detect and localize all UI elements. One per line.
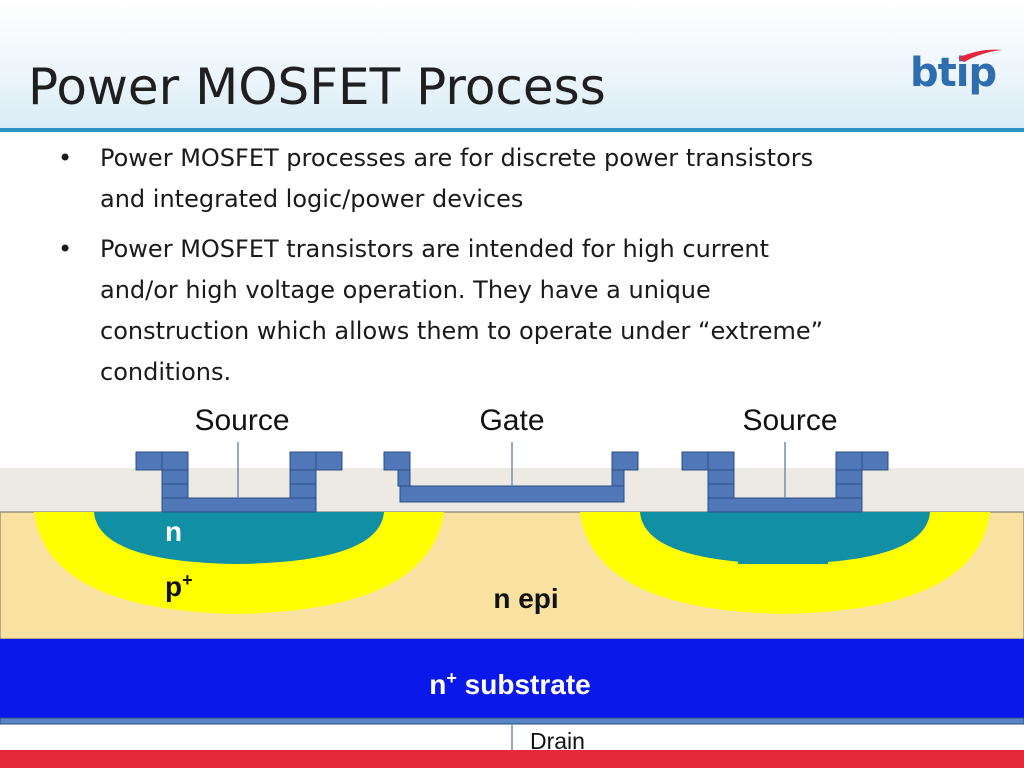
n-region-label: n (165, 516, 182, 547)
source-contact-left (135, 451, 343, 513)
gate-label: Gate (479, 404, 544, 437)
mosfet-cross-section: Source Gate Source n p+ n epi n+ substra… (0, 404, 1024, 768)
logo-swoosh-icon (958, 49, 1002, 62)
n-region-right (640, 512, 930, 564)
substrate-label: n+ substrate (429, 668, 590, 700)
bullet-item: • Power MOSFET transistors are intended … (56, 229, 976, 393)
bullet-dot-icon: • (58, 144, 73, 172)
p-plus-label-base: p (165, 571, 182, 602)
btip-logo: btip (906, 44, 1006, 104)
n-region-left (94, 512, 384, 564)
p-plus-label-sup: + (182, 570, 193, 590)
drain-label: Drain (530, 728, 585, 754)
p-plus-label: p+ (165, 570, 193, 602)
source-label-right: Source (742, 404, 837, 437)
bullet-dot-icon: • (58, 235, 73, 263)
substrate-layer (0, 639, 1024, 718)
bullet-line: and integrated logic/power devices (100, 185, 524, 213)
header-divider (0, 128, 1024, 132)
substrate-label-base: n (429, 669, 446, 700)
bullet-list: • Power MOSFET processes are for discret… (56, 138, 976, 402)
bottom-accent-bar (0, 750, 1024, 768)
gate-contact (383, 451, 639, 503)
source-contact-right (681, 451, 889, 513)
bullet-line: Power MOSFET transistors are intended fo… (100, 235, 769, 263)
n-epi-label: n epi (493, 583, 558, 614)
n-region-right-notch (738, 556, 828, 564)
source-label-left: Source (194, 404, 289, 437)
bullet-line: conditions. (100, 358, 232, 386)
bullet-item: • Power MOSFET processes are for discret… (56, 138, 976, 220)
slide-title: Power MOSFET Process (28, 58, 606, 116)
drain-metal (0, 717, 1024, 725)
bullet-line: construction which allows them to operat… (100, 317, 824, 345)
slide-header (0, 0, 1024, 128)
substrate-label-sup: + (446, 668, 457, 688)
substrate-label-rest: substrate (457, 669, 591, 700)
bullet-line: and/or high voltage operation. They have… (100, 276, 711, 304)
logo-text: btip (910, 50, 997, 96)
bullet-line: Power MOSFET processes are for discrete … (100, 144, 814, 172)
